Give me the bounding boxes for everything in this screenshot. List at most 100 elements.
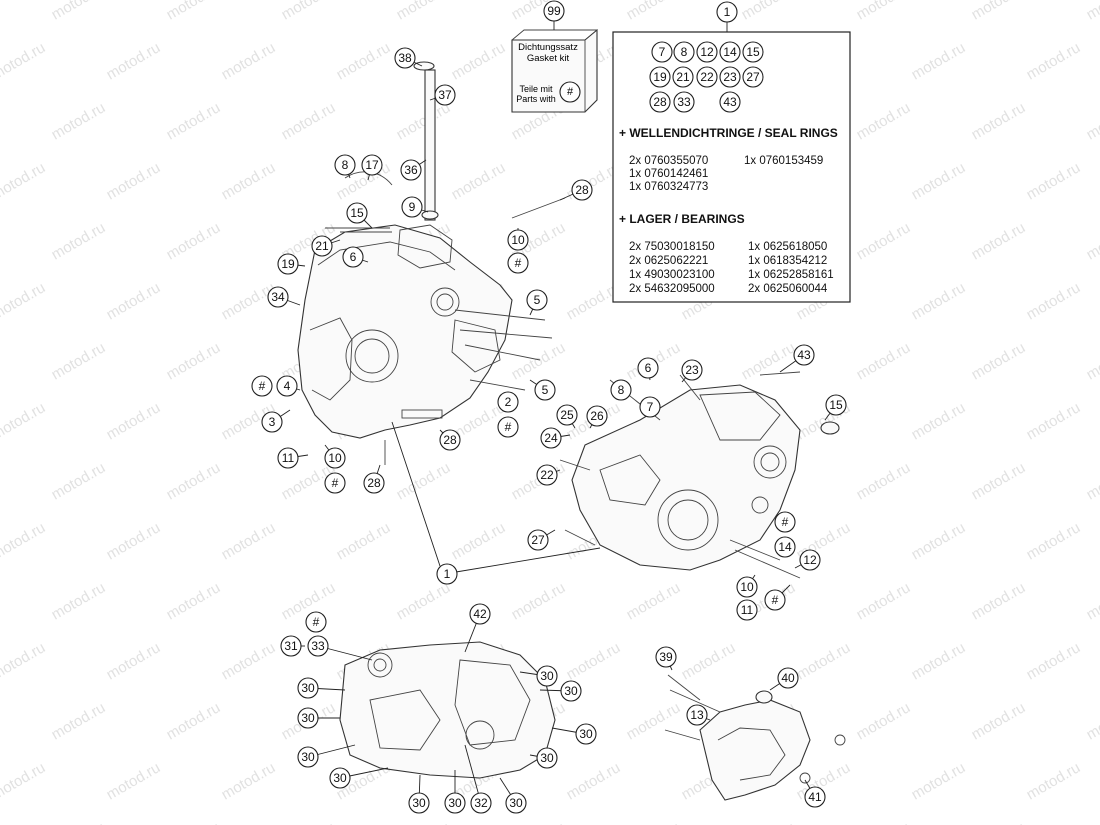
svg-text:28: 28	[575, 183, 589, 197]
watermark-text: motod.ru	[104, 279, 164, 323]
callout-part-2: 2	[497, 391, 519, 413]
callout-part-kit-marker: #	[764, 589, 786, 611]
watermark-text: motod.ru	[854, 339, 914, 383]
svg-text:15: 15	[746, 45, 760, 59]
svg-text:30: 30	[301, 750, 315, 764]
watermark-text: motod.ru	[624, 819, 684, 825]
svg-text:7: 7	[659, 45, 666, 59]
engine-cover	[664, 674, 846, 801]
svg-text:34: 34	[271, 290, 285, 304]
svg-text:15: 15	[829, 398, 843, 412]
watermark-text: motod.ru	[1084, 219, 1100, 263]
watermark-text: motod.ru	[509, 339, 569, 383]
kit-ref-number: 14	[719, 41, 741, 63]
callout-part-kit-marker: #	[507, 252, 529, 274]
callout-part-1: 1	[436, 563, 458, 585]
callout-part-30: 30	[329, 767, 351, 789]
svg-text:37: 37	[438, 88, 452, 102]
svg-text:17: 17	[365, 158, 379, 172]
svg-text:#: #	[313, 615, 320, 629]
gasket-kit-box: Dichtungssatz Gasket kit Teile mit Parts…	[511, 0, 598, 113]
bearing-item: 1x 49030023100	[629, 269, 715, 281]
callout-part-5: 5	[534, 379, 556, 401]
callout-part-8: 8	[610, 379, 632, 401]
callout-kit: 1	[716, 1, 738, 23]
svg-text:10: 10	[511, 233, 525, 247]
svg-text:19: 19	[653, 70, 667, 84]
svg-text:6: 6	[645, 361, 652, 375]
watermark-text: motod.ru	[909, 519, 969, 563]
svg-text:30: 30	[579, 727, 593, 741]
callout-part-30: 30	[575, 723, 597, 745]
svg-text:#: #	[782, 515, 789, 529]
svg-text:22: 22	[540, 468, 554, 482]
svg-text:#: #	[515, 256, 522, 270]
watermark-text: motod.ru	[969, 579, 1029, 623]
watermark-text: motod.ru	[394, 99, 454, 143]
bearing-item: 1x 0625618050	[748, 241, 827, 253]
watermark-text: motod.ru	[164, 819, 224, 825]
callout-part-21: 21	[311, 235, 333, 257]
callout-part-39: 39	[655, 646, 677, 668]
svg-text:2: 2	[505, 395, 512, 409]
watermark-text: motod.ru	[104, 159, 164, 203]
watermark-text: motod.ru	[334, 39, 394, 83]
svg-text:8: 8	[681, 45, 688, 59]
callout-part-30: 30	[505, 792, 527, 814]
watermark-text: motod.ru	[1084, 339, 1100, 383]
svg-text:30: 30	[448, 796, 462, 810]
svg-text:31: 31	[284, 639, 298, 653]
svg-text:40: 40	[781, 671, 795, 685]
watermark-text: motod.ru	[49, 459, 109, 503]
svg-text:27: 27	[531, 533, 545, 547]
callout-part-36: 36	[400, 159, 422, 181]
callout-part-22: 22	[536, 464, 558, 486]
watermark-text: motod.ru	[1024, 39, 1084, 83]
callout-part-kit-marker: #	[251, 375, 273, 397]
callout-part-13: 13	[686, 704, 708, 726]
svg-text:30: 30	[509, 796, 523, 810]
svg-text:30: 30	[412, 796, 426, 810]
callout-part-30: 30	[408, 792, 430, 814]
crankcase-bottom-view	[339, 641, 556, 779]
watermark-text: motod.ru	[164, 699, 224, 743]
watermark-text: motod.ru	[1024, 759, 1084, 803]
watermark-text: motod.ru	[969, 0, 1029, 23]
callout-part-31: 31	[280, 635, 302, 657]
kit-ref-number: 23	[719, 66, 741, 88]
watermark-text: motod.ru	[0, 39, 48, 83]
watermark-text: motod.ru	[854, 219, 914, 263]
watermark-text: motod.ru	[49, 699, 109, 743]
watermark-text: motod.ru	[49, 0, 109, 23]
watermark-text: motod.ru	[0, 159, 48, 203]
watermark-text: motod.ru	[1024, 639, 1084, 683]
watermark-text: motod.ru	[1084, 99, 1100, 143]
crankcase-right-half	[559, 371, 840, 579]
watermark-text: motod.ru	[49, 819, 109, 825]
crankcase-left-half	[297, 61, 566, 465]
callout-part-12: 12	[799, 549, 821, 571]
watermark-text: motod.ru	[969, 699, 1029, 743]
svg-text:23: 23	[723, 70, 737, 84]
callout-part-kit-marker: #	[774, 511, 796, 533]
callout-part-30: 30	[536, 665, 558, 687]
svg-text:21: 21	[315, 239, 329, 253]
gasket-kit-symbol: #	[567, 86, 574, 98]
callout-part-15: 15	[825, 394, 847, 416]
svg-text:6: 6	[350, 250, 357, 264]
callout-part-5: 5	[526, 289, 548, 311]
callout-part-34: 34	[267, 286, 289, 308]
svg-text:12: 12	[700, 45, 714, 59]
svg-text:8: 8	[618, 383, 625, 397]
watermark-text: motod.ru	[854, 699, 914, 743]
svg-text:13: 13	[690, 708, 704, 722]
seal-ring-item: 1x 0760142461	[629, 168, 708, 180]
watermark-text: motod.ru	[164, 459, 224, 503]
watermark-text: motod.ru	[0, 399, 48, 443]
svg-text:3: 3	[269, 415, 276, 429]
watermark-text: motod.ru	[739, 339, 799, 383]
watermark-text: motod.ru	[219, 39, 279, 83]
svg-text:#: #	[772, 593, 779, 607]
